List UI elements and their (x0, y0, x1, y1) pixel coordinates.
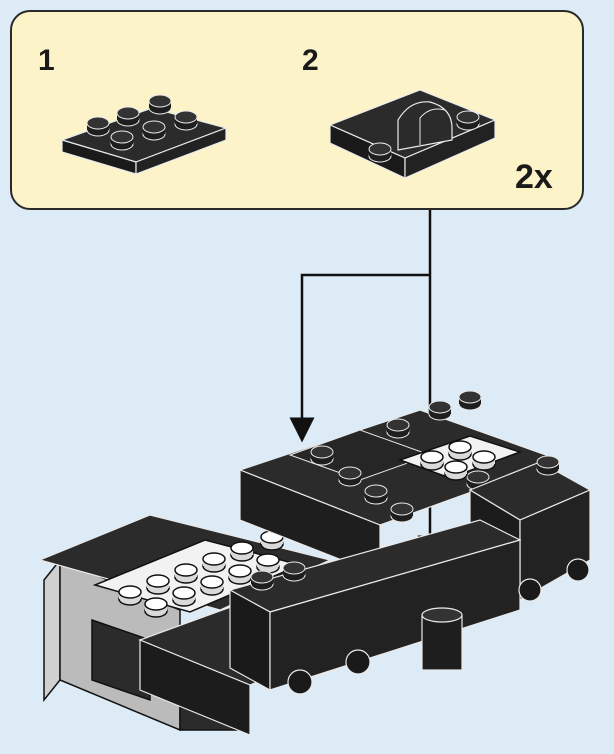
chassis-assembly (38, 390, 592, 736)
quantity-label: 2x (515, 158, 553, 196)
plate-with-arch-part (328, 89, 497, 179)
parts-callout-box (10, 10, 584, 210)
plate-2x3-part (60, 94, 228, 175)
sub-step-1-number: 1 (38, 44, 55, 77)
sub-step-2-number: 2 (302, 44, 319, 77)
